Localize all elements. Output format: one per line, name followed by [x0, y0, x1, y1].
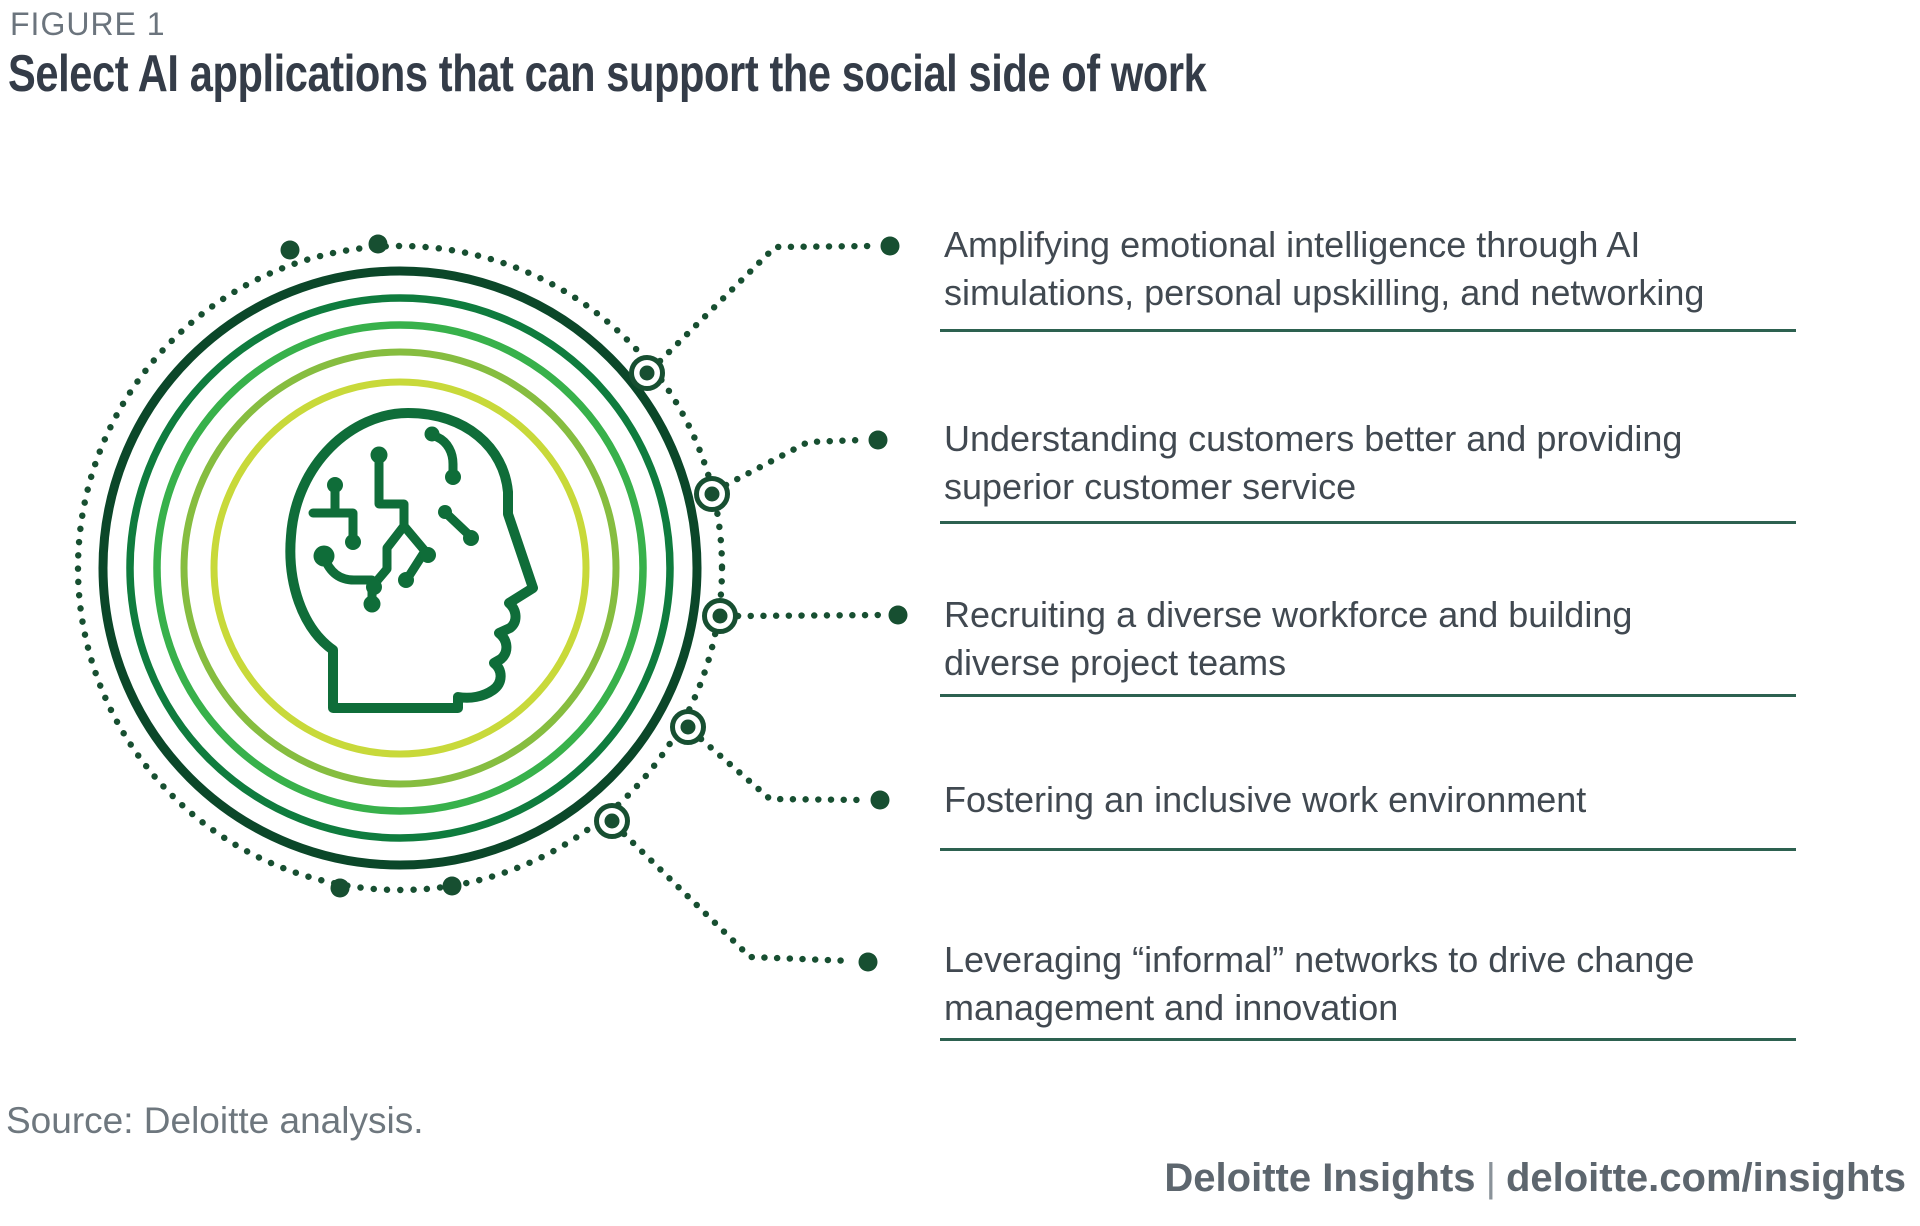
item-bullet [870, 790, 890, 810]
application-item-2: Understanding customers better and provi… [944, 418, 1683, 507]
connector-lines [620, 242, 886, 965]
connector-line-2 [722, 436, 866, 489]
connector-line-1 [656, 242, 876, 365]
item-underline-4 [940, 848, 1796, 851]
item-underline-3 [940, 694, 1796, 697]
target-node-icon [594, 803, 630, 839]
footer-branding: Deloitte Insights|deloitte.com/insights [1164, 1156, 1906, 1201]
item-bullet [858, 952, 878, 972]
source-note: Source: Deloitte analysis. [6, 1100, 424, 1141]
target-node-icon [670, 709, 706, 745]
item-underline-1 [940, 329, 1796, 332]
item-bullets [858, 236, 908, 972]
item-bullet [868, 430, 888, 450]
connector-line-3 [734, 611, 886, 620]
figure-label: FIGURE 1 [10, 6, 166, 42]
connector-line-5 [620, 830, 856, 965]
accent-dot [442, 876, 462, 896]
connector-nodes [594, 355, 738, 839]
connector-line-4 [697, 735, 868, 804]
target-node-icon [694, 476, 730, 512]
application-item-3: Recruiting a diverse workforce and build… [944, 594, 1633, 683]
ring-5 [210, 378, 590, 758]
footer-brand: Deloitte Insights [1164, 1156, 1476, 1200]
item-underline-2 [940, 521, 1796, 524]
accent-dot [280, 240, 300, 260]
item-bullet [880, 236, 900, 256]
ring-1 [98, 266, 702, 870]
figure-title-text: Select AI applications that can support … [8, 45, 1207, 103]
accent-dots [280, 234, 462, 898]
target-node-icon [629, 355, 665, 391]
ring-2 [126, 294, 674, 842]
figure-title: Select AI applications that can support … [8, 44, 1506, 104]
footer-url: deloitte.com/insights [1505, 1156, 1906, 1200]
accent-dot [368, 234, 388, 254]
target-node-icon [702, 598, 738, 634]
footer-separator: | [1485, 1156, 1496, 1200]
circuit-nodes [313, 426, 479, 613]
item-bullet [888, 605, 908, 625]
outer-dotted-circle [74, 242, 726, 894]
application-item-4: Fostering an inclusive work environment [944, 779, 1587, 820]
item-underline-5 [940, 1038, 1796, 1041]
ring-3 [153, 321, 647, 815]
accent-dot [330, 878, 350, 898]
concentric-rings [98, 266, 702, 870]
ring-4 [180, 348, 620, 788]
brain-circuit-head-icon [285, 408, 538, 713]
head-outline [285, 408, 538, 713]
application-item-5: Leveraging “informal” networks to drive … [944, 939, 1695, 1028]
application-item-1: Amplifying emotional intelligence throug… [944, 224, 1705, 313]
